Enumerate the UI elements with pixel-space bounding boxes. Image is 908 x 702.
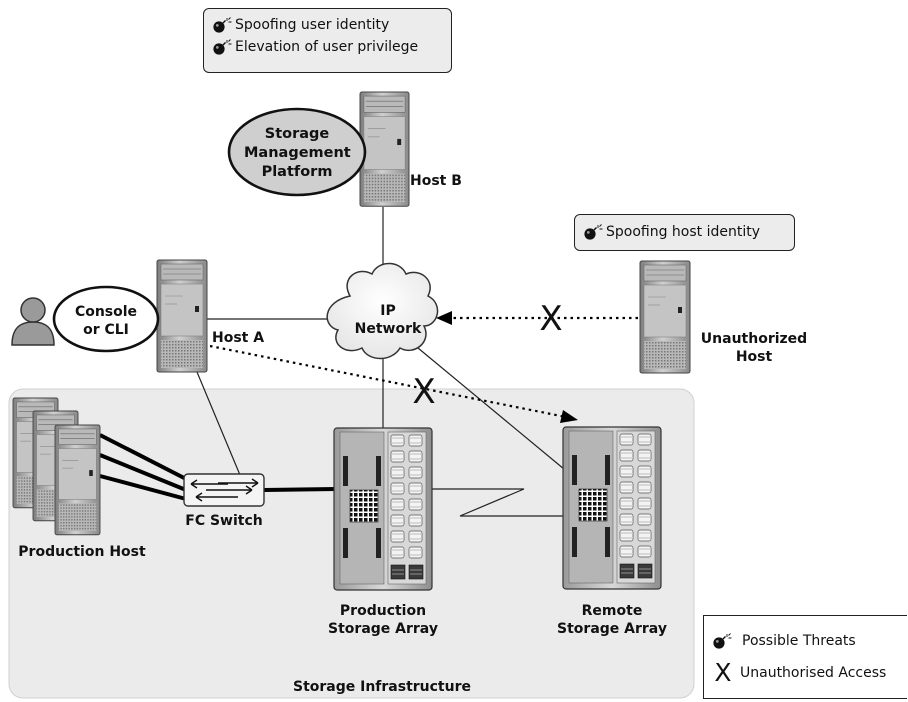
unauthorized-access-mark: X bbox=[412, 372, 436, 412]
user-icon bbox=[11, 297, 55, 346]
unauthorized-paths bbox=[209, 316, 638, 419]
host-a-label: Host A bbox=[212, 330, 265, 346]
ip-network-cloud bbox=[326, 262, 439, 360]
network-links bbox=[196, 207, 571, 517]
legend-threat-label: Possible Threats bbox=[742, 633, 856, 649]
bomb-icon bbox=[212, 39, 232, 55]
unauthorized-threat-box: Spoofing host identity bbox=[574, 214, 795, 251]
ip-network-label: IP Network bbox=[354, 303, 422, 337]
legend-access-label: Unauthorised Access bbox=[740, 665, 887, 681]
host-a-server bbox=[156, 259, 208, 373]
storage-infrastructure-label: Storage Infrastructure bbox=[292, 679, 471, 695]
arrow-to-remote-array bbox=[560, 410, 578, 423]
host-b-server bbox=[359, 91, 410, 207]
fibre-channel-links bbox=[99, 433, 337, 501]
production-storage-array bbox=[334, 428, 432, 590]
console-ellipse bbox=[52, 285, 160, 353]
legend-threat-row: Possible Threats bbox=[712, 626, 899, 656]
unauthorized-host-server bbox=[639, 260, 691, 374]
host-b-label: Host B bbox=[410, 173, 462, 189]
legend: Possible Threats X Unauthorised Access bbox=[703, 615, 907, 699]
threat-text: Spoofing user identity bbox=[235, 17, 390, 33]
threat-text: Spoofing host identity bbox=[606, 224, 761, 240]
production-storage-array-label: Production Storage Array bbox=[328, 603, 438, 637]
threat-text: Elevation of user privilege bbox=[235, 39, 419, 55]
unauthorized-host-label: Unauthorized Host bbox=[700, 331, 808, 365]
threat-row: Spoofing host identity bbox=[583, 221, 786, 243]
storage-management-platform-label: Storage Management Platform bbox=[244, 126, 351, 180]
bomb-icon bbox=[212, 17, 232, 33]
remote-storage-array bbox=[563, 427, 661, 589]
bomb-icon bbox=[583, 224, 603, 240]
unauthorized-access-mark: X bbox=[539, 299, 563, 339]
console-label: Console or CLI bbox=[74, 304, 138, 338]
fc-switch-label: FC Switch bbox=[185, 513, 263, 529]
remote-storage-array-label: Remote Storage Array bbox=[557, 603, 667, 637]
threat-row: Elevation of user privilege bbox=[212, 36, 443, 58]
bomb-icon bbox=[712, 633, 732, 649]
production-host-label: Production Host bbox=[18, 544, 146, 560]
legend-access-row: X Unauthorised Access bbox=[712, 656, 899, 690]
host-b-threat-box: Spoofing user identity Elevation of user… bbox=[203, 8, 452, 73]
arrow-to-ip-network bbox=[436, 311, 452, 325]
storage-management-platform-ellipse bbox=[227, 107, 367, 197]
x-mark-icon: X bbox=[714, 658, 732, 687]
threat-row: Spoofing user identity bbox=[212, 14, 443, 36]
fc-switch-device bbox=[183, 473, 265, 507]
